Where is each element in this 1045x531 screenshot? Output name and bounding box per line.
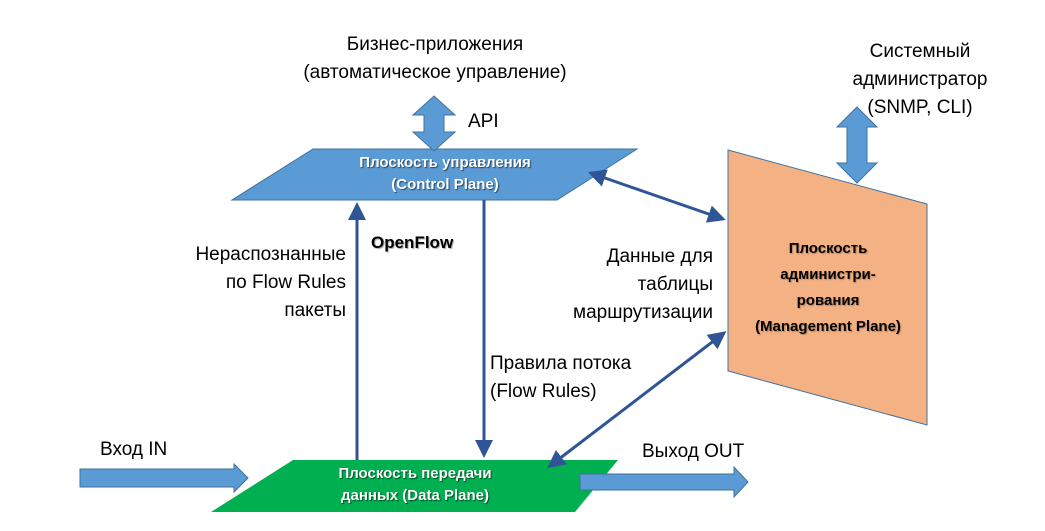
snmp-double-arrow [835, 106, 879, 184]
routing-data-line-1: Данные для [606, 246, 713, 267]
sysadmin-label: Системный администратор (SNMP, CLI) [840, 38, 1000, 122]
input-label: Вход IN [100, 439, 168, 460]
management-plane-line-3: рования [796, 292, 860, 309]
openflow-label: OpenFlow [371, 233, 454, 252]
api-double-arrow [411, 95, 457, 152]
sysadmin-line-3: (SNMP, CLI) [867, 97, 973, 118]
data-plane-label: Плоскость передачи данных (Data Plane) [300, 463, 530, 507]
api-label: API [468, 111, 499, 132]
flow-rules-line-2: (Flow Rules) [490, 381, 597, 402]
output-label: Выход OUT [642, 441, 745, 462]
management-plane-line-1: Плоскость [788, 240, 868, 257]
sysadmin-line-1: Системный [869, 41, 971, 62]
management-plane-line-2: администри- [780, 266, 876, 283]
control-management-arrow [587, 169, 726, 223]
routing-data-line-3: маршрутизации [573, 302, 713, 323]
unrecognized-line-1: Нераспознанные [195, 244, 346, 265]
management-plane-line-4: (Management Plane) [755, 318, 901, 335]
output-arrow [579, 465, 749, 499]
data-plane-line-2: данных (Data Plane) [341, 487, 489, 504]
control-plane-line-2: (Control Plane) [391, 176, 499, 193]
business-apps-label: Бизнес-приложения (автоматическое управл… [300, 31, 570, 87]
control-plane-line-1: Плоскость управления [359, 154, 531, 171]
management-plane-shape [727, 149, 928, 426]
sysadmin-line-2: администратор [852, 69, 988, 90]
data-plane-shape [211, 460, 618, 512]
business-apps-line-2: (автоматическое управление) [303, 62, 567, 83]
flow-rules-label: Правила потока (Flow Rules) [490, 350, 631, 406]
data-plane-line-1: Плоскость передачи [338, 465, 492, 482]
control-plane-shape [230, 148, 639, 201]
routing-data-line-2: таблицы [637, 274, 713, 295]
routing-data-label: Данные для таблицы маршрутизации [520, 243, 713, 327]
input-arrow [79, 462, 249, 494]
data-management-arrow [547, 331, 727, 469]
control-plane-label: Плоскость управления (Control Plane) [330, 152, 560, 196]
unrecognized-line-3: пакеты [284, 300, 346, 321]
unrecognized-line-2: по Flow Rules [225, 272, 346, 293]
management-plane-label: Плоскость администри- рования (Managemen… [728, 236, 928, 340]
business-apps-line-1: Бизнес-приложения [346, 34, 524, 55]
flow-rules-line-1: Правила потока [490, 353, 632, 374]
unrecognized-packets-label: Нераспознанные по Flow Rules пакеты [150, 241, 346, 325]
